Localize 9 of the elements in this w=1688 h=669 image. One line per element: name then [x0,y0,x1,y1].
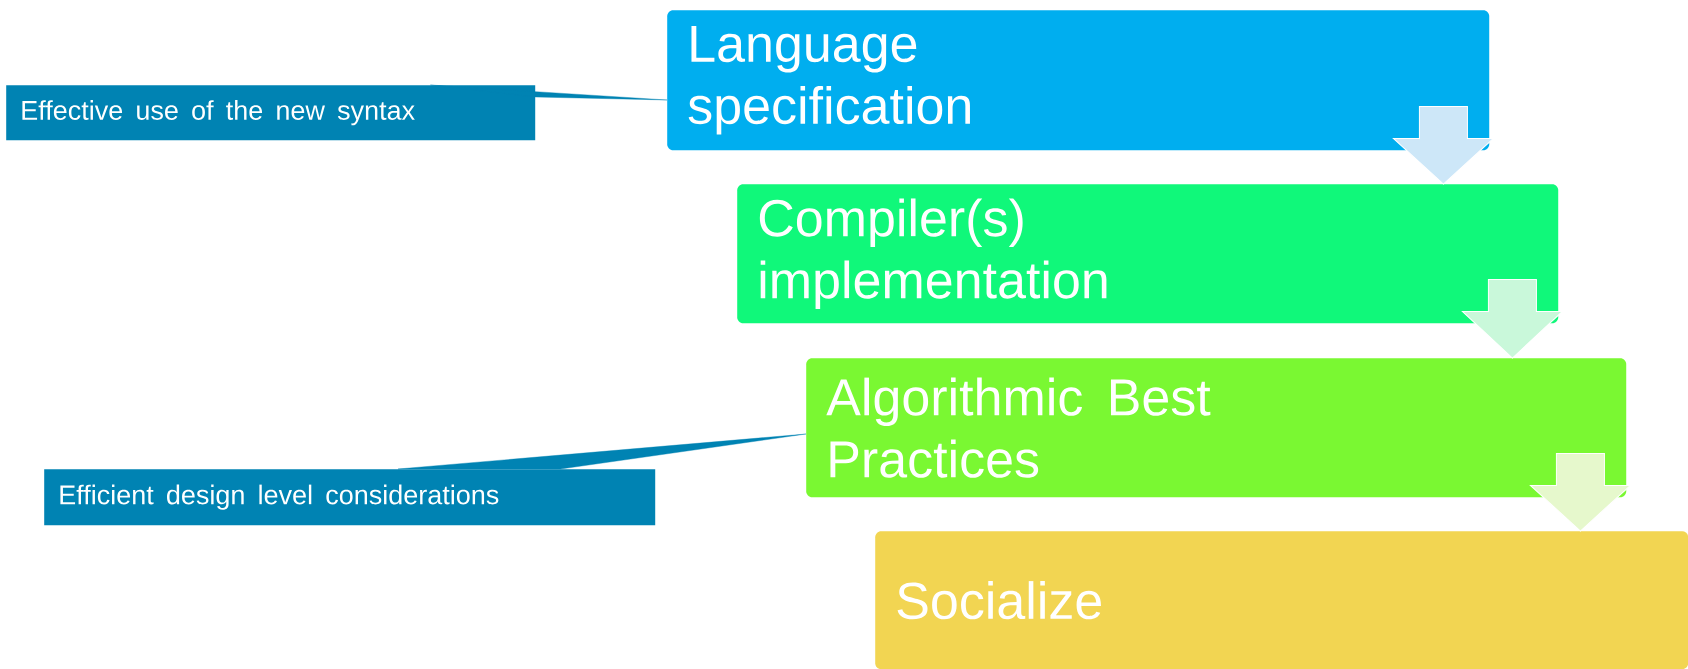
process-box: Socialize [875,531,1688,669]
process-box: Language specification [667,10,1490,151]
block-arrow [1392,105,1494,185]
process-box: Algorithmic Best Practices [806,358,1627,498]
block-arrow [1461,278,1563,359]
block-arrow [1529,452,1631,532]
callout-pointer [430,84,668,101]
callout-pointer [397,433,807,470]
process-box: Compiler(s) implementation [737,184,1559,324]
